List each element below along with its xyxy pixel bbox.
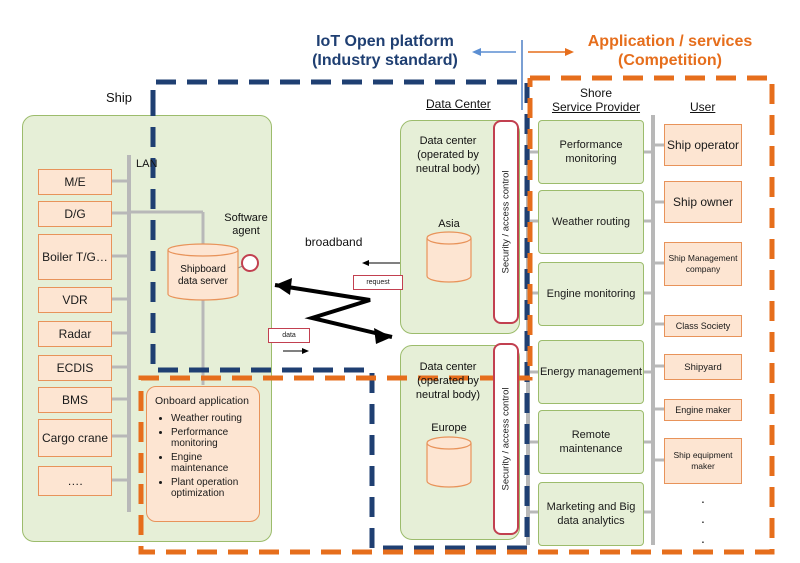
provider-title-line2: Service Provider (551, 100, 641, 114)
user-column-title: User (690, 100, 716, 114)
onboard-item: Weather routing (171, 413, 251, 424)
onboard-application-list: Weather routing Performance monitoring E… (155, 413, 251, 499)
broadband-label: broadband (305, 235, 363, 249)
user-class-society: Class Society (664, 315, 742, 337)
onboard-item: Plant operation optimization (171, 477, 251, 499)
equipment-boiler: Boiler T/G… (38, 234, 112, 280)
lan-label: LAN (136, 158, 158, 170)
iot-platform-heading: IoT Open platform (Industry standard) (290, 32, 480, 70)
security-label: Security / access control (500, 387, 512, 491)
iot-heading-line1: IoT Open platform (316, 33, 454, 50)
more-dot: . (701, 510, 705, 526)
user-shipyard: Shipyard (664, 354, 742, 380)
service-performance-monitoring: Performance monitoring (538, 120, 644, 184)
user-ship-operator: Ship operator (664, 124, 742, 166)
application-services-heading: Application / services (Competition) (570, 32, 770, 70)
shipboard-server-label: Shipboard data server (177, 264, 229, 287)
service-engine-monitoring: Engine monitoring (538, 262, 644, 326)
equipment-vdr: VDR (38, 287, 112, 313)
onboard-application-title: Onboard application (155, 395, 249, 407)
app-heading-line1: Application / services (587, 33, 753, 50)
datacenter-column-title: Data Center (426, 97, 491, 111)
ship-title: Ship (106, 90, 133, 105)
onboard-item: Performance monitoring (171, 427, 251, 449)
request-tag: request (353, 275, 403, 290)
service-weather-routing: Weather routing (538, 190, 644, 254)
datacenter-asia-name: Data center (operated by neutral body) (415, 135, 481, 175)
software-agent-label: Software agent (224, 212, 268, 237)
user-engine-maker: Engine maker (664, 399, 742, 421)
equipment-ecdis: ECDIS (38, 355, 112, 381)
app-heading-line2: (Competition) (618, 52, 722, 69)
security-label: Security / access control (500, 170, 512, 274)
data-tag: data (268, 328, 310, 343)
user-more-dots: . . . (698, 490, 708, 546)
equipment-dg: D/G (38, 201, 112, 227)
onboard-application-box: Onboard application Weather routing Perf… (146, 386, 260, 522)
equipment-radar: Radar (38, 321, 112, 347)
security-access-control-europe: Security / access control (493, 343, 519, 535)
service-energy-management: Energy management (538, 340, 644, 404)
equipment-more: …. (38, 466, 112, 496)
user-ship-owner: Ship owner (664, 181, 742, 223)
more-dot: . (701, 530, 705, 546)
datacenter-europe-name: Data center (operated by neutral body) (415, 361, 481, 401)
provider-title-line1: Shore (579, 86, 613, 100)
service-remote-maintenance: Remote maintenance (538, 410, 644, 474)
datacenter-europe-region: Europe (431, 422, 467, 434)
user-ship-management-company: Ship Management company (664, 242, 742, 286)
iot-heading-line2: (Industry standard) (312, 52, 458, 69)
equipment-me: M/E (38, 169, 112, 195)
onboard-item: Engine maintenance (171, 452, 251, 474)
service-marketing-big-data: Marketing and Big data analytics (538, 482, 644, 546)
security-access-control-asia: Security / access control (493, 120, 519, 324)
equipment-bms: BMS (38, 387, 112, 413)
more-dot: . (701, 490, 705, 506)
provider-column-title: Shore Service Provider (548, 86, 644, 114)
user-ship-equipment-maker: Ship equipment maker (664, 438, 742, 484)
datacenter-asia-region: Asia (438, 218, 460, 230)
equipment-cargo-crane: Cargo crane (38, 419, 112, 457)
